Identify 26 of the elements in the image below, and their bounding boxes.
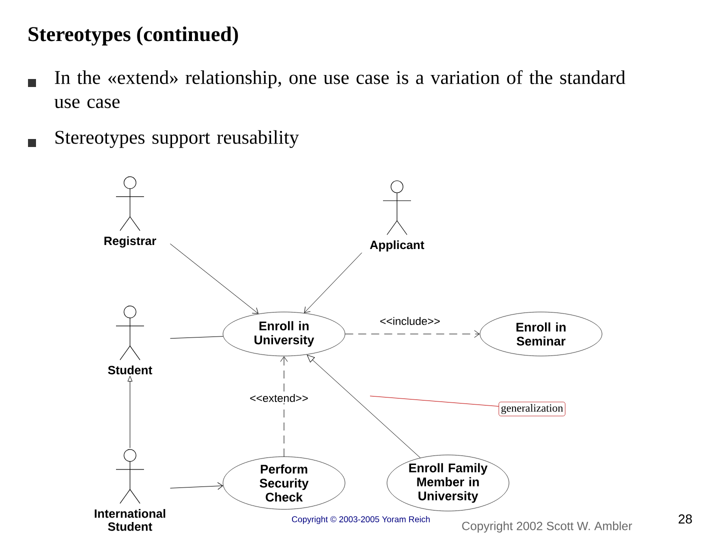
copyright-text: Copyright 2002 Scott W. Ambler [462, 521, 632, 533]
actor-figure: Student [108, 306, 152, 374]
slide-title: Stereotypes (continued) [28, 26, 238, 46]
node-label: Student [108, 366, 152, 374]
arrow [304, 252, 362, 313]
node-label: Registrar [104, 236, 156, 248]
node-label: International Student [94, 509, 166, 531]
bullet-text: Stereotypes support reusability [56, 130, 299, 148]
actor-figure: Registrar [104, 176, 156, 248]
page-number: 28 [678, 514, 692, 524]
edge-label: <<include>> [378, 316, 442, 326]
node-label: Applicant [370, 240, 424, 252]
arrow [170, 244, 258, 314]
arrow [280, 356, 288, 457]
actor-figure: Applicant [370, 180, 424, 252]
arrow [128, 376, 132, 448]
edge-label: <<extend>> [248, 392, 310, 404]
leader-line [370, 396, 499, 407]
arrow [170, 482, 223, 490]
association-line [170, 336, 224, 339]
copyright-text: Copyright © 2003-2005 Yoram Reich [292, 516, 430, 524]
callout-box: generalization [498, 402, 566, 416]
arrow [306, 354, 421, 458]
bullet-text: In the «extend» relationship, one use case is a variation of the standard use case [54, 70, 626, 108]
actor-figure: International Student [94, 449, 166, 531]
arrow [344, 330, 480, 338]
